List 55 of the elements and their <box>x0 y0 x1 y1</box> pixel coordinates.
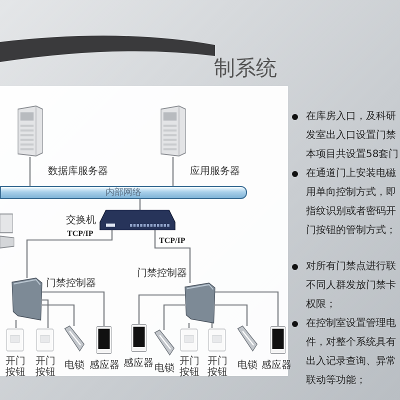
note-text: 在控制室设置管理电件，对整个系统具有出入记录查询、异常联动等功能； <box>306 316 397 388</box>
network-label: 内部网络 <box>106 188 142 198</box>
connector-line <box>15 320 17 328</box>
connector-line <box>42 299 49 328</box>
device-label: 交换机 <box>66 215 96 226</box>
card-reader-drawing <box>96 326 112 354</box>
edge-label: TCP/IP <box>158 236 186 245</box>
device-label: 感应器 <box>89 360 120 371</box>
access-controller-drawing <box>185 283 215 323</box>
device-label: 应用服务器 <box>190 166 240 177</box>
exit-button-drawing <box>6 328 24 352</box>
device-label: 开门按钮 <box>35 356 56 378</box>
computer-drawing <box>0 214 14 248</box>
server-tower-drawing <box>15 105 45 157</box>
access-controller-drawing <box>12 278 42 320</box>
device-label: 门禁控制器 <box>137 268 187 279</box>
exit-button-drawing <box>180 328 198 352</box>
network-switch-drawing <box>100 210 175 230</box>
connector-line <box>172 157 174 186</box>
electric-lock-drawing <box>63 326 85 352</box>
diagram-title: 制系统 <box>214 55 277 82</box>
device-label: 门禁控制器 <box>46 278 96 289</box>
server-tower-drawing <box>158 105 188 157</box>
electric-lock-drawing <box>153 330 175 356</box>
network-bus-bar <box>0 186 247 199</box>
connector-line <box>163 304 185 330</box>
connector-line <box>215 291 279 326</box>
device-label: 电锁 <box>154 363 175 374</box>
device-label: 电锁 <box>64 360 85 371</box>
connector-line <box>26 230 113 278</box>
electric-lock-drawing <box>236 326 258 352</box>
connector-line <box>211 323 213 328</box>
connector-line <box>139 199 141 210</box>
device-label: 电锁 <box>237 360 258 371</box>
card-reader-drawing <box>270 326 286 354</box>
device-label: 开门按钮 <box>179 356 200 378</box>
device-label: 感应器 <box>123 358 154 369</box>
exit-button-drawing <box>208 328 226 352</box>
device-label: 感应器 <box>261 360 292 371</box>
edge-label: TCP/IP <box>66 229 94 238</box>
connector-line <box>154 230 191 283</box>
connector-line <box>215 304 248 326</box>
note-text: 对所有门禁点进行联不同人群发放门禁卡权限； <box>306 260 397 312</box>
connector-line <box>188 323 190 328</box>
device-label: 开门按钮 <box>207 356 228 378</box>
device-label: 开门按钮 <box>5 356 26 378</box>
exit-button-drawing <box>36 328 54 352</box>
connector-line <box>42 291 105 326</box>
device-label: 数据库服务器 <box>48 166 108 177</box>
connector-line <box>29 157 31 186</box>
connector-line <box>138 294 185 324</box>
connector-line <box>42 304 75 326</box>
note-text: 在库房入口，及科研发室出入口设置门禁本项目共设置58套门 <box>306 110 399 162</box>
note-text: 在通道门上安装电磁用单向控制方式，即指纹识别或者密码开门按钮的管制方式； <box>306 166 397 238</box>
card-reader-drawing <box>131 324 147 352</box>
